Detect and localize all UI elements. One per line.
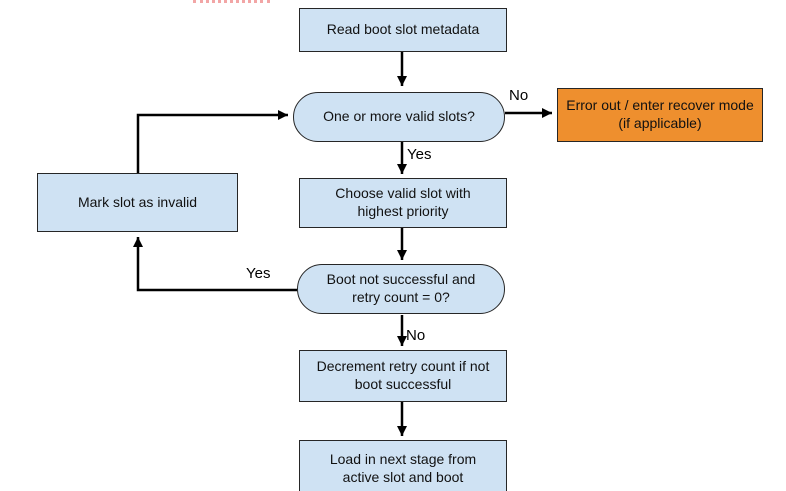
node-label: Error out / enter recover mode (if appli… <box>566 97 754 131</box>
node-label: Read boot slot metadata <box>326 21 480 38</box>
node-decrement-retry-count: Decrement retry count if not boot succes… <box>299 350 507 402</box>
edge-label-no: No <box>509 87 529 104</box>
edge-label-no: No <box>406 327 426 344</box>
edge-label-yes: Yes <box>246 265 271 282</box>
node-label: Decrement retry count if not boot succes… <box>316 358 490 392</box>
node-one-or-more-valid-slots: One or more valid slots? <box>293 92 505 142</box>
node-choose-valid-slot: Choose valid slot with highest priority <box>299 178 507 228</box>
arrow-yes-to-markinvalid <box>133 237 297 292</box>
node-boot-not-successful-check: Boot not successful and retry count = 0? <box>297 264 505 314</box>
node-label: Load in next stage from active slot and … <box>329 451 477 485</box>
node-mark-slot-invalid: Mark slot as invalid <box>37 173 238 232</box>
edge-label-yes: Yes <box>407 146 432 163</box>
node-error-out-recover-mode: Error out / enter recover mode (if appli… <box>557 88 763 142</box>
node-label: Boot not successful and retry count = 0? <box>326 271 476 305</box>
node-read-boot-slot-metadata: Read boot slot metadata <box>299 8 507 52</box>
node-load-next-stage: Load in next stage from active slot and … <box>299 440 507 491</box>
node-label: One or more valid slots? <box>323 108 475 125</box>
arrow-markinvalid-to-validslots <box>136 110 288 173</box>
red-dotted-artifact <box>193 0 270 3</box>
node-label: Choose valid slot with highest priority <box>335 185 471 219</box>
node-label: Mark slot as invalid <box>77 193 198 210</box>
